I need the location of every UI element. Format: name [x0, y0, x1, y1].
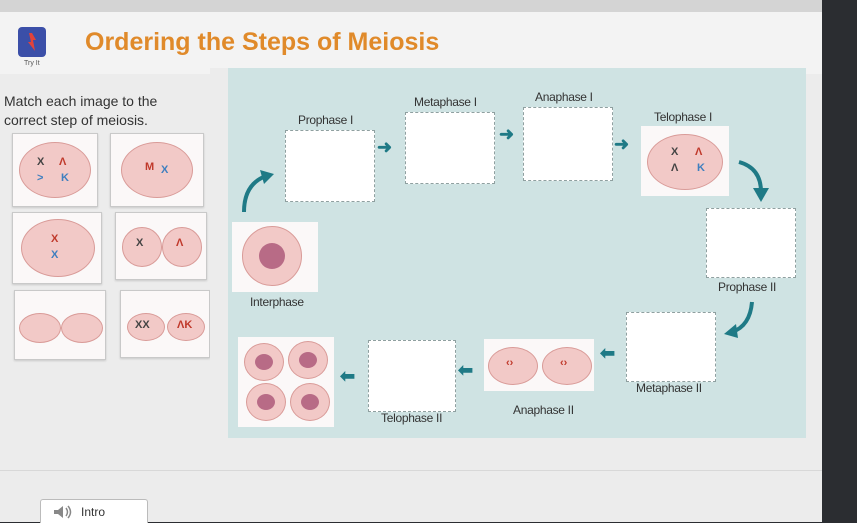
- interphase-image: [232, 222, 318, 292]
- drop-slot-telophase2[interactable]: [368, 340, 456, 412]
- curved-arrow-downleft-icon: [724, 301, 754, 338]
- drop-slot-prophase2[interactable]: [706, 208, 796, 278]
- page-title: Ordering the Steps of Meiosis: [85, 28, 440, 56]
- draggable-card-telophase1-alt[interactable]: XX ΛK: [120, 290, 210, 358]
- intro-button[interactable]: Intro: [40, 499, 148, 523]
- label-prophase1: Prophase I: [298, 113, 354, 127]
- arrow-left-icon: ⬅: [600, 343, 616, 363]
- draggable-card-prophase1[interactable]: M X: [110, 133, 204, 207]
- label-metaphase2: Metaphase II: [636, 381, 702, 395]
- draggable-card-telophase1[interactable]: X Λ > K: [12, 133, 98, 207]
- arrow-left-icon: ⬅: [458, 360, 474, 380]
- curved-arrow-down-icon: [738, 160, 769, 202]
- curved-arrow-up-icon: [242, 170, 274, 213]
- screen: Try It Ordering the Steps of Meiosis Mat…: [0, 0, 822, 523]
- speaker-icon: [54, 505, 72, 519]
- label-telophase1: Telophase I: [654, 110, 713, 124]
- label-prophase2: Prophase II: [718, 280, 777, 294]
- telophase1-image: X Λ Λ K: [641, 126, 729, 196]
- draggable-card-metaphase1[interactable]: X X: [12, 212, 102, 284]
- draggable-card-anaphase2[interactable]: X Λ: [115, 212, 207, 280]
- instructions-text: Match each image to the correct step of …: [4, 93, 158, 128]
- arrow-right-icon: ➜: [614, 134, 630, 154]
- top-strip: [0, 0, 822, 12]
- arrow-left-icon: ⬅: [340, 366, 356, 386]
- anaphase2-image: ‹› ‹›: [484, 339, 594, 391]
- footer-divider: [0, 470, 822, 471]
- draggable-card-metaphase2[interactable]: [14, 290, 106, 360]
- intro-label: Intro: [81, 505, 106, 519]
- label-anaphase1: Anaphase I: [535, 90, 593, 104]
- header: [0, 12, 822, 74]
- label-metaphase1: Metaphase I: [414, 95, 477, 109]
- drop-slot-prophase1[interactable]: [285, 130, 375, 202]
- drop-slot-anaphase1[interactable]: [523, 107, 613, 181]
- arrow-right-icon: ➜: [499, 124, 515, 144]
- try-it-logo-icon: [18, 27, 46, 57]
- label-anaphase2: Anaphase II: [513, 403, 574, 417]
- drop-slot-metaphase2[interactable]: [626, 312, 716, 382]
- label-telophase2: Telophase II: [381, 411, 443, 425]
- panel-left-gutter: [210, 68, 228, 438]
- arrow-right-icon: ➜: [377, 137, 393, 157]
- drop-slot-metaphase1[interactable]: [405, 112, 495, 184]
- try-it-label: Try It: [24, 60, 40, 67]
- label-interphase: Interphase: [250, 295, 304, 309]
- telophase2-image: [238, 337, 334, 427]
